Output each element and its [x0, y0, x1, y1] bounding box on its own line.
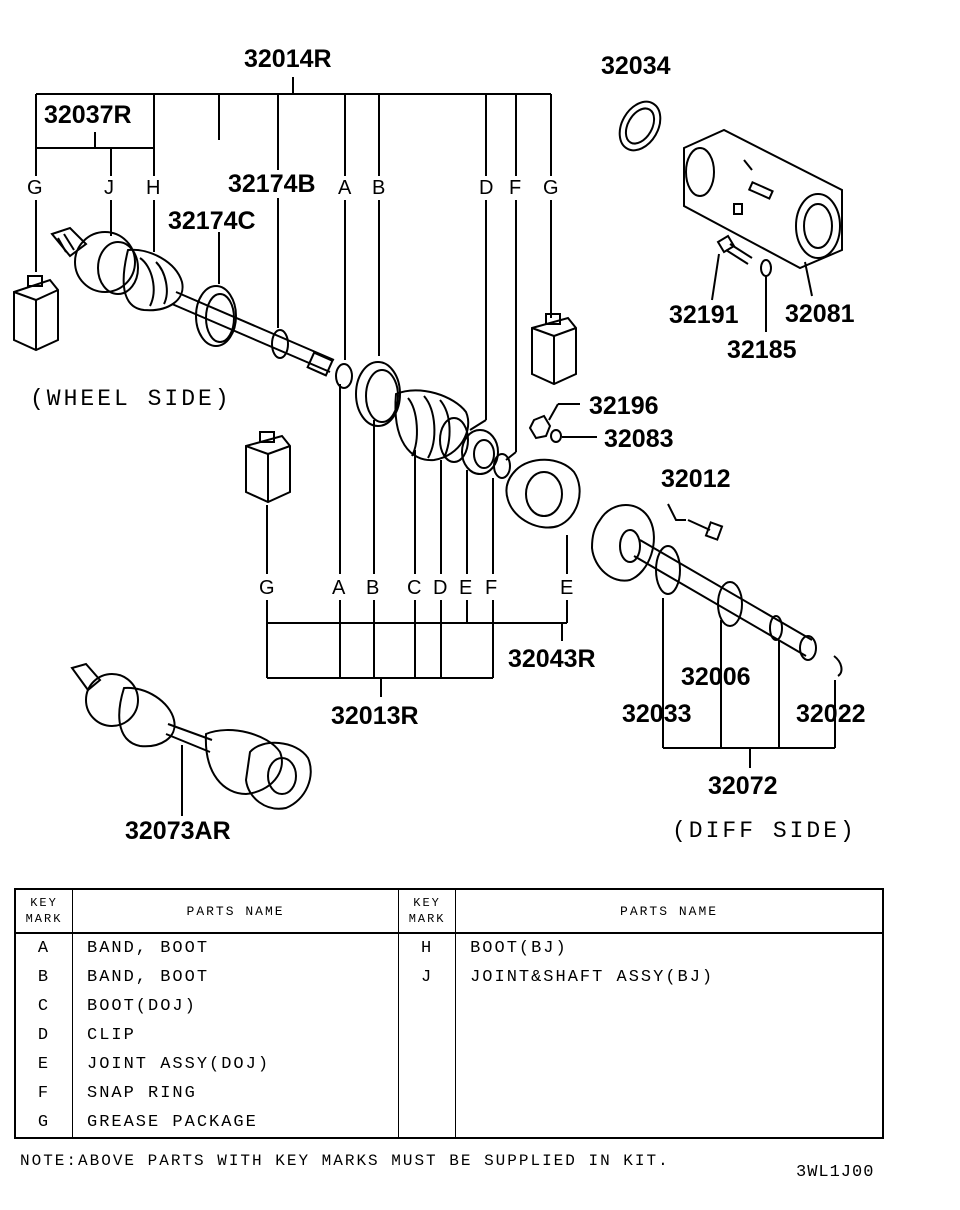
- part-label-32013R: 32013R: [331, 702, 419, 730]
- key-mark-d-lower: D: [433, 577, 447, 599]
- table-row: B BAND, BOOT J JOINT&SHAFT ASSY(BJ): [14, 963, 884, 992]
- table-row: E JOINT ASSY(DOJ): [14, 1050, 884, 1079]
- table-row: C BOOT(DOJ): [14, 992, 884, 1021]
- grease-package-icon: [13, 275, 59, 352]
- key-mark-d-top: D: [479, 177, 493, 199]
- key-mark-c-lower: C: [407, 577, 421, 599]
- table-row: G GREASE PACKAGE: [14, 1108, 884, 1138]
- part-label-32033: 32033: [622, 700, 692, 728]
- key-mark-j: J: [104, 177, 114, 199]
- legend-header-parts-name: PARTS NAME: [71, 889, 400, 934]
- table-row: D CLIP: [14, 1021, 884, 1050]
- wheel-side-label: (WHEEL SIDE): [30, 386, 232, 412]
- key-mark-a-top: A: [338, 177, 352, 199]
- bearing-housing: [618, 100, 843, 277]
- drawing-code: 3WL1J00: [796, 1163, 875, 1182]
- part-label-32174B: 32174B: [228, 170, 316, 198]
- exploded-parts-diagram: 32014R 32037R 32174B 32174C 32034 32191 …: [13, 45, 866, 845]
- key-mark-b-top: B: [372, 177, 385, 199]
- part-label-32043R: 32043R: [508, 645, 596, 673]
- part-label-32012: 32012: [661, 465, 731, 493]
- part-label-32191: 32191: [669, 301, 739, 329]
- grease-package-icon: [245, 431, 291, 504]
- part-label-32006: 32006: [681, 663, 751, 691]
- grease-package-icon: [531, 313, 577, 386]
- key-mark-e-right: E: [560, 577, 573, 599]
- inner-shaft: [590, 503, 843, 677]
- part-label-32037R: 32037R: [44, 101, 132, 129]
- kit-note: NOTE:ABOVE PARTS WITH KEY MARKS MUST BE …: [20, 1152, 670, 1170]
- drive-shaft-assembly: [50, 226, 581, 529]
- complete-shaft-assembly: [70, 662, 312, 810]
- key-mark-f-top: F: [509, 177, 521, 199]
- key-mark-g-left: G: [27, 177, 43, 199]
- key-mark-g-right: G: [543, 177, 559, 199]
- part-label-32196: 32196: [589, 392, 659, 420]
- key-mark-h: H: [146, 177, 160, 199]
- table-row: F SNAP RING: [14, 1079, 884, 1108]
- table-row: A BAND, BOOT H BOOT(BJ): [14, 933, 884, 963]
- part-label-32081: 32081: [785, 300, 855, 328]
- key-mark-f-lower: F: [485, 577, 497, 599]
- key-mark-b-lower: B: [366, 577, 379, 599]
- part-label-32072: 32072: [708, 772, 778, 800]
- diff-side-label: (DIFF SIDE): [672, 818, 857, 844]
- leader-lines: [35, 77, 836, 816]
- part-label-32022: 32022: [796, 700, 866, 728]
- key-mark-a-lower: A: [332, 577, 346, 599]
- part-label-32034: 32034: [601, 52, 671, 80]
- part-label-32185: 32185: [727, 336, 797, 364]
- legend-header-parts-name: PARTS NAME: [455, 889, 884, 934]
- part-label-32073AR: 32073AR: [125, 817, 231, 845]
- part-label-32014R: 32014R: [244, 45, 332, 73]
- key-mark-g-lower: G: [259, 577, 275, 599]
- part-label-32174C: 32174C: [168, 207, 256, 235]
- part-label-32083: 32083: [604, 425, 674, 453]
- key-mark-e-lower: E: [459, 577, 472, 599]
